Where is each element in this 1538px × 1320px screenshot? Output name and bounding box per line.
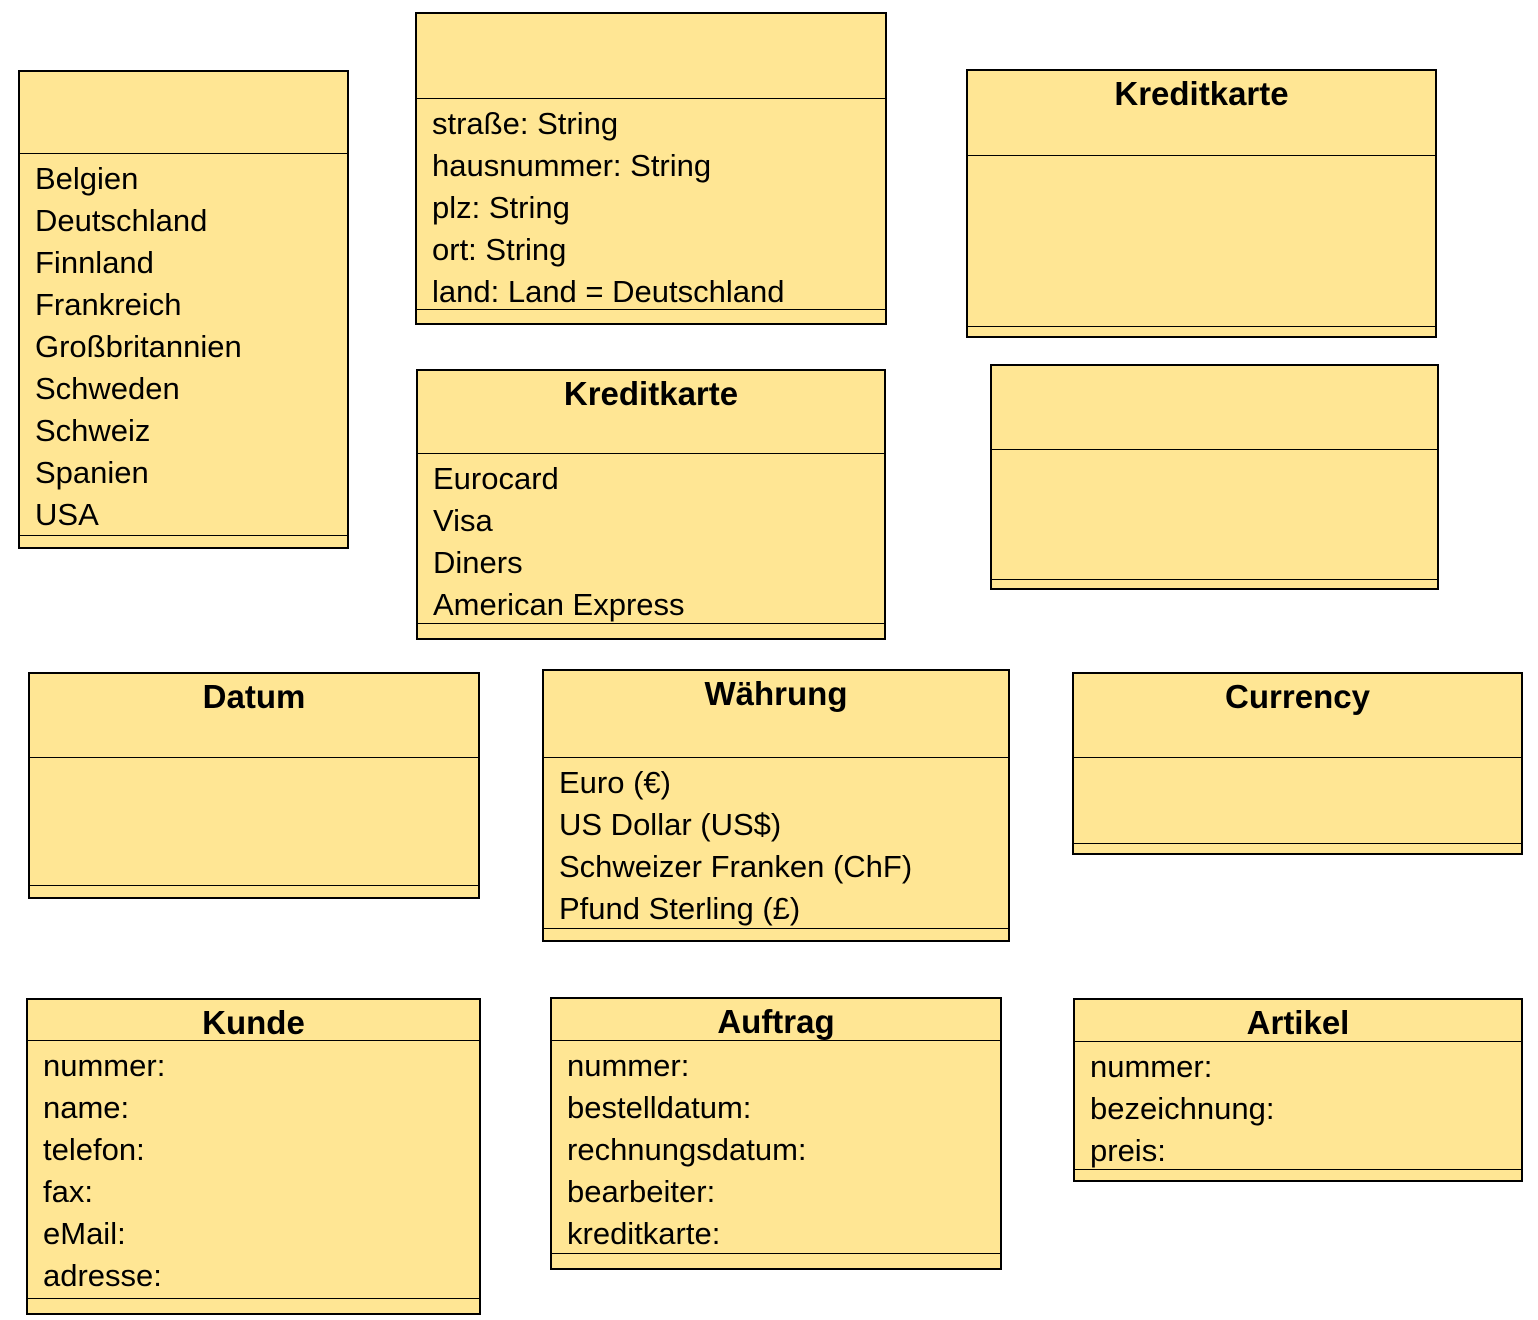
value-item: Pfund Sterling (£) [559, 891, 801, 926]
operations-compartment [20, 535, 347, 547]
class-name-compartment [992, 366, 1437, 450]
value-item: Spanien [35, 455, 149, 490]
class-box-unnamed [990, 364, 1439, 590]
operations-compartment [28, 1298, 479, 1313]
attribute-item: nummer: [1090, 1049, 1213, 1084]
value-item: Schweizer Franken (ChF) [559, 849, 913, 884]
attribute-item: hausnummer: String [432, 148, 712, 183]
class-name-compartment: Kreditkarte [418, 371, 884, 454]
class-name-compartment: Auftrag [552, 999, 1000, 1041]
class-box-auftrag: Auftrag nummer: bestelldatum: rechnungsd… [550, 997, 1002, 1270]
value-item: Belgien [35, 161, 139, 196]
class-box-datum: Datum [28, 672, 480, 899]
values-compartment: Belgien Deutschland Finnland Frankreich … [20, 154, 347, 535]
class-box-kreditkarte: Kreditkarte [966, 69, 1437, 338]
value-item: Diners [433, 545, 523, 580]
attribute-item: fax: [43, 1174, 93, 1209]
value-item: Deutschland [35, 203, 208, 238]
attribute-item: telefon: [43, 1132, 145, 1167]
attribute-item: adresse: [43, 1258, 162, 1293]
value-item: USA [35, 497, 99, 532]
operations-compartment [552, 1253, 1000, 1268]
value-item: Großbritannien [35, 329, 242, 364]
class-name-compartment: Artikel [1075, 1000, 1521, 1042]
attribute-item: bezeichnung: [1090, 1091, 1275, 1126]
attribute-item: name: [43, 1090, 130, 1125]
attribute-item: bestelldatum: [567, 1090, 752, 1125]
class-name-compartment: Kreditkarte [968, 71, 1435, 156]
operations-compartment [417, 309, 885, 323]
value-item: Schweden [35, 371, 180, 406]
attribute-item: straße: String [432, 106, 619, 141]
attributes-compartment: straße: String hausnummer: String plz: S… [417, 99, 885, 309]
value-item: Schweiz [35, 413, 151, 448]
class-box-artikel: Artikel nummer: bezeichnung: preis: [1073, 998, 1523, 1182]
value-item: Euro (€) [559, 765, 671, 800]
attribute-item: ort: String [432, 232, 567, 267]
attribute-item: nummer: [567, 1048, 690, 1083]
attributes-compartment [992, 450, 1437, 579]
values-compartment: Euro (€) US Dollar (US$) Schweizer Frank… [544, 758, 1008, 928]
operations-compartment [1075, 1169, 1521, 1180]
attributes-compartment: nummer: bestelldatum: rechnungsdatum: be… [552, 1041, 1000, 1253]
attributes-compartment [1074, 758, 1521, 843]
value-item: Frankreich [35, 287, 182, 322]
attribute-item: nummer: [43, 1048, 166, 1083]
operations-compartment [992, 579, 1437, 588]
attributes-compartment [968, 156, 1435, 326]
operations-compartment [968, 326, 1435, 336]
operations-compartment [30, 885, 478, 897]
attribute-item: rechnungsdatum: [567, 1132, 807, 1167]
value-item: Finnland [35, 245, 154, 280]
value-item: Eurocard [433, 461, 559, 496]
operations-compartment [418, 623, 884, 638]
class-box-kreditkarte-values: Kreditkarte Eurocard Visa Diners America… [416, 369, 886, 640]
attribute-item: preis: [1090, 1133, 1166, 1168]
value-item: US Dollar (US$) [559, 807, 782, 842]
values-compartment: Eurocard Visa Diners American Express [418, 454, 884, 623]
class-name-compartment: Datum [30, 674, 478, 758]
class-box-waehrung: Währung Euro (€) US Dollar (US$) Schweiz… [542, 669, 1010, 942]
attributes-compartment: nummer: name: telefon: fax: eMail: adres… [28, 1041, 479, 1298]
attribute-item: land: Land = Deutschland [432, 274, 785, 309]
attribute-item: eMail: [43, 1216, 126, 1251]
class-name-compartment [417, 14, 885, 99]
value-item: Visa [433, 503, 493, 538]
attribute-item: plz: String [432, 190, 570, 225]
attributes-compartment [30, 758, 478, 885]
operations-compartment [544, 928, 1008, 940]
class-box-adresse: straße: String hausnummer: String plz: S… [415, 12, 887, 325]
class-name-compartment: Währung [544, 671, 1008, 758]
class-box-currency: Currency [1072, 672, 1523, 855]
attributes-compartment: nummer: bezeichnung: preis: [1075, 1042, 1521, 1169]
operations-compartment [1074, 843, 1521, 853]
class-box-land-values: Belgien Deutschland Finnland Frankreich … [18, 70, 349, 549]
value-item: American Express [433, 587, 685, 622]
attribute-item: kreditkarte: [567, 1216, 721, 1251]
class-name-compartment [20, 72, 347, 154]
class-box-kunde: Kunde nummer: name: telefon: fax: eMail:… [26, 998, 481, 1315]
class-name-compartment: Kunde [28, 1000, 479, 1041]
class-name-compartment: Currency [1074, 674, 1521, 758]
attribute-item: bearbeiter: [567, 1174, 716, 1209]
